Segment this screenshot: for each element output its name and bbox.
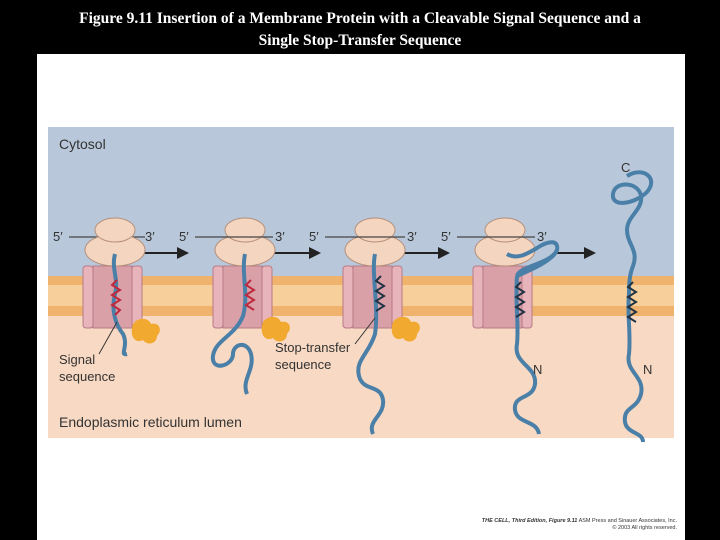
ribosome-small-subunit bbox=[484, 217, 526, 243]
ribosome-small-subunit bbox=[94, 217, 136, 243]
step-arrow bbox=[556, 247, 596, 259]
step-arrow bbox=[142, 247, 189, 259]
credit-book: THE CELL, Third Edition, Figure 9.11 bbox=[481, 518, 578, 524]
slide-title-line2: Single Stop-Transfer Sequence bbox=[258, 32, 462, 49]
step-arrow bbox=[274, 247, 321, 259]
slide-title-line1: Figure 9.11 Insertion of a Membrane Prot… bbox=[79, 10, 641, 27]
figure-panel: Cytosol Endoplasmic reticulum lumen Sign… bbox=[37, 54, 685, 540]
n-terminus-label: N bbox=[533, 362, 542, 377]
mrna-5prime-label: 5′ bbox=[53, 229, 63, 244]
stop-transfer-label-line1: Stop-transfer bbox=[275, 340, 351, 355]
mrna-3prime-label: 3′ bbox=[145, 229, 155, 244]
n-terminus-label: N bbox=[643, 362, 652, 377]
signal-sequence-label-line2: sequence bbox=[59, 369, 115, 384]
er-lumen-label: Endoplasmic reticulum lumen bbox=[59, 414, 242, 430]
polypeptide bbox=[356, 253, 386, 435]
polypeptide-lumenal-domain bbox=[622, 293, 645, 443]
stage-5 bbox=[611, 170, 654, 443]
figure-credit: THE CELL, Third Edition, Figure 9.11 ASM… bbox=[447, 518, 677, 532]
membrane-protein-diagram: Cytosol Endoplasmic reticulum lumen Sign… bbox=[48, 127, 674, 443]
signal-peptidase bbox=[261, 316, 290, 342]
mrna-5prime-label: 5′ bbox=[309, 229, 319, 244]
signal-sequence-label-line1: Signal bbox=[59, 352, 95, 367]
diagram-labels: Cytosol Endoplasmic reticulum lumen Sign… bbox=[53, 136, 652, 430]
credit-copyright: © 2003 All rights reserved. bbox=[612, 525, 677, 531]
stop-transfer-label-line2: sequence bbox=[275, 357, 331, 372]
stage-2 bbox=[210, 217, 290, 395]
slide-title: Figure 9.11 Insertion of a Membrane Prot… bbox=[0, 8, 720, 52]
stage-3 bbox=[342, 217, 420, 435]
mrna-5prime-label: 5′ bbox=[441, 229, 451, 244]
signal-sequence-helix bbox=[244, 279, 256, 311]
stop-transfer-helix bbox=[514, 281, 526, 318]
signal-sequence-helix bbox=[110, 279, 122, 316]
credit-publisher: ASM Press and Sinauer Associates, Inc. bbox=[578, 518, 677, 524]
polypeptide bbox=[111, 253, 128, 357]
mrna-3prime-label: 3′ bbox=[407, 229, 417, 244]
polypeptide-cytosolic-domain bbox=[611, 170, 654, 295]
mrna-5prime-label: 5′ bbox=[179, 229, 189, 244]
mrna-3prime-label: 3′ bbox=[537, 229, 547, 244]
stage-1 bbox=[69, 217, 160, 357]
ribosome-small-subunit bbox=[224, 217, 266, 243]
flow-arrows bbox=[142, 247, 596, 259]
stop-transfer-helix bbox=[374, 275, 386, 312]
c-terminus-label: C bbox=[621, 160, 630, 175]
signal-peptidase bbox=[131, 318, 160, 344]
mrna-3prime-label: 3′ bbox=[275, 229, 285, 244]
stop-transfer-helix bbox=[626, 281, 638, 323]
ribosome-small-subunit bbox=[354, 217, 396, 243]
signal-sequence-leader bbox=[98, 321, 118, 355]
signal-peptidase bbox=[391, 316, 420, 342]
cytosol-label: Cytosol bbox=[59, 136, 106, 152]
step-arrow bbox=[403, 247, 450, 259]
stop-transfer-leader bbox=[354, 317, 376, 345]
stage-4 bbox=[472, 217, 560, 435]
polypeptide-lumenal bbox=[512, 275, 541, 435]
